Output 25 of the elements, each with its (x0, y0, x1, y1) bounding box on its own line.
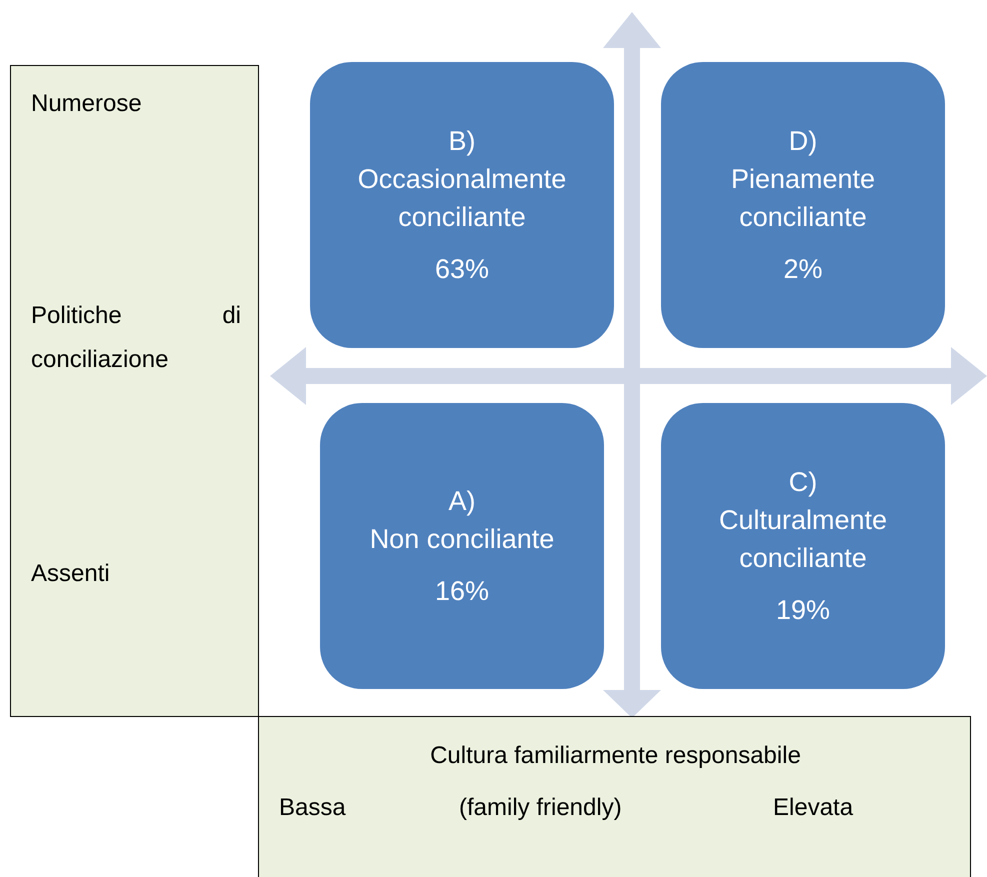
percentage-value: 19% (774, 594, 832, 627)
quadrant-box (310, 62, 614, 348)
percentage-value: 16% (434, 575, 490, 608)
quadrant-title: Pienamente conciliante (730, 163, 876, 234)
quadrant-title: Non conciliante (368, 523, 556, 556)
quadrant-title: Culturalmente conciliante (718, 504, 888, 575)
quadrant-title: Occasionalmente conciliante (356, 163, 568, 234)
axis-title: Politiche di conciliazione (31, 301, 241, 375)
axis-label-panel (10, 65, 259, 717)
axis-value-label: Bassa (279, 793, 347, 823)
quadrant-letter: D) (788, 125, 818, 158)
percentage-value: 63% (434, 253, 490, 286)
quadrant-letter: B) (448, 125, 476, 158)
axis-title: Cultura familiarmente responsabile (429, 741, 802, 771)
axis-value-label: Numerose (31, 89, 143, 119)
quadrant-box (320, 403, 604, 689)
axis-value-label: Assenti (31, 559, 111, 589)
quadrant-box (661, 403, 945, 689)
percentage-value: 2% (782, 253, 824, 286)
quadrant-box (661, 62, 945, 348)
axis-subtitle: (family friendly) (459, 793, 623, 823)
quadrant-letter: A) (448, 485, 476, 518)
axis-label-panel (258, 716, 971, 877)
axis-value-label: Elevata (773, 793, 854, 823)
quadrant-letter: C) (788, 466, 818, 499)
